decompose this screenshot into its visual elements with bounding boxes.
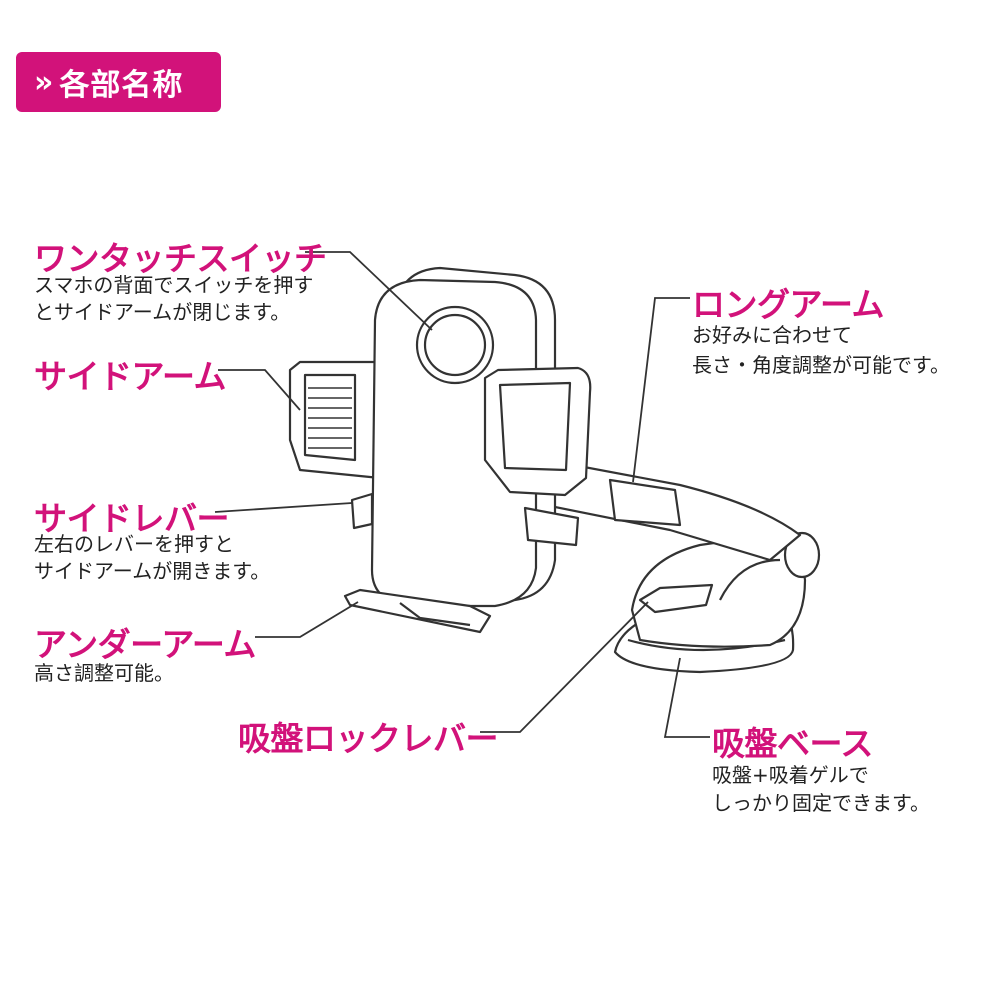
leader-under-arm bbox=[255, 601, 359, 638]
leader-lock-lever bbox=[480, 601, 649, 733]
leader-side-arm bbox=[218, 369, 301, 411]
side-lever-right bbox=[523, 506, 580, 547]
desc-under-arm-1: 高さ調整可能。 bbox=[34, 661, 174, 685]
section-badge: » 各部名称 bbox=[16, 52, 221, 112]
label-side-lever: サイドレバー bbox=[34, 499, 230, 538]
leader-long-arm bbox=[632, 297, 690, 483]
desc-one-touch-switch-1: スマホの背面でスイッチを押す bbox=[34, 273, 314, 297]
section-title: 各部名称 bbox=[59, 68, 184, 103]
desc-side-lever-2: サイドアームが開きます。 bbox=[34, 559, 271, 583]
double-chevron-icon: » bbox=[34, 64, 53, 100]
label-base: 吸盤ベース bbox=[712, 724, 873, 763]
pivot-knob bbox=[783, 531, 821, 579]
desc-long-arm-1: お好みに合わせて bbox=[692, 323, 852, 347]
desc-one-touch-switch-2: とサイドアームが閉じます。 bbox=[34, 300, 291, 324]
label-side-arm: サイドアーム bbox=[34, 357, 227, 396]
under-arm bbox=[343, 588, 492, 634]
side-lever-left bbox=[350, 492, 374, 530]
leader-side-lever bbox=[214, 502, 353, 513]
label-under-arm: アンダーアーム bbox=[34, 625, 256, 664]
desc-long-arm-2: 長さ・角度調整が可能です。 bbox=[692, 353, 950, 377]
leader-base bbox=[663, 657, 710, 738]
leader-one-touch bbox=[305, 251, 433, 331]
label-lock-lever: 吸盤ロックレバー bbox=[238, 719, 499, 758]
label-long-arm: ロングアーム bbox=[692, 285, 885, 324]
desc-side-lever-1: 左右のレバーを押すと bbox=[34, 532, 234, 556]
side-arm-right bbox=[483, 366, 592, 497]
lock-lever bbox=[638, 583, 714, 614]
label-one-touch-switch: ワンタッチスイッチ bbox=[34, 239, 327, 278]
desc-base-1: 吸盤+吸着ゲルで bbox=[712, 763, 869, 787]
desc-base-2: しっかり固定できます。 bbox=[712, 791, 930, 815]
